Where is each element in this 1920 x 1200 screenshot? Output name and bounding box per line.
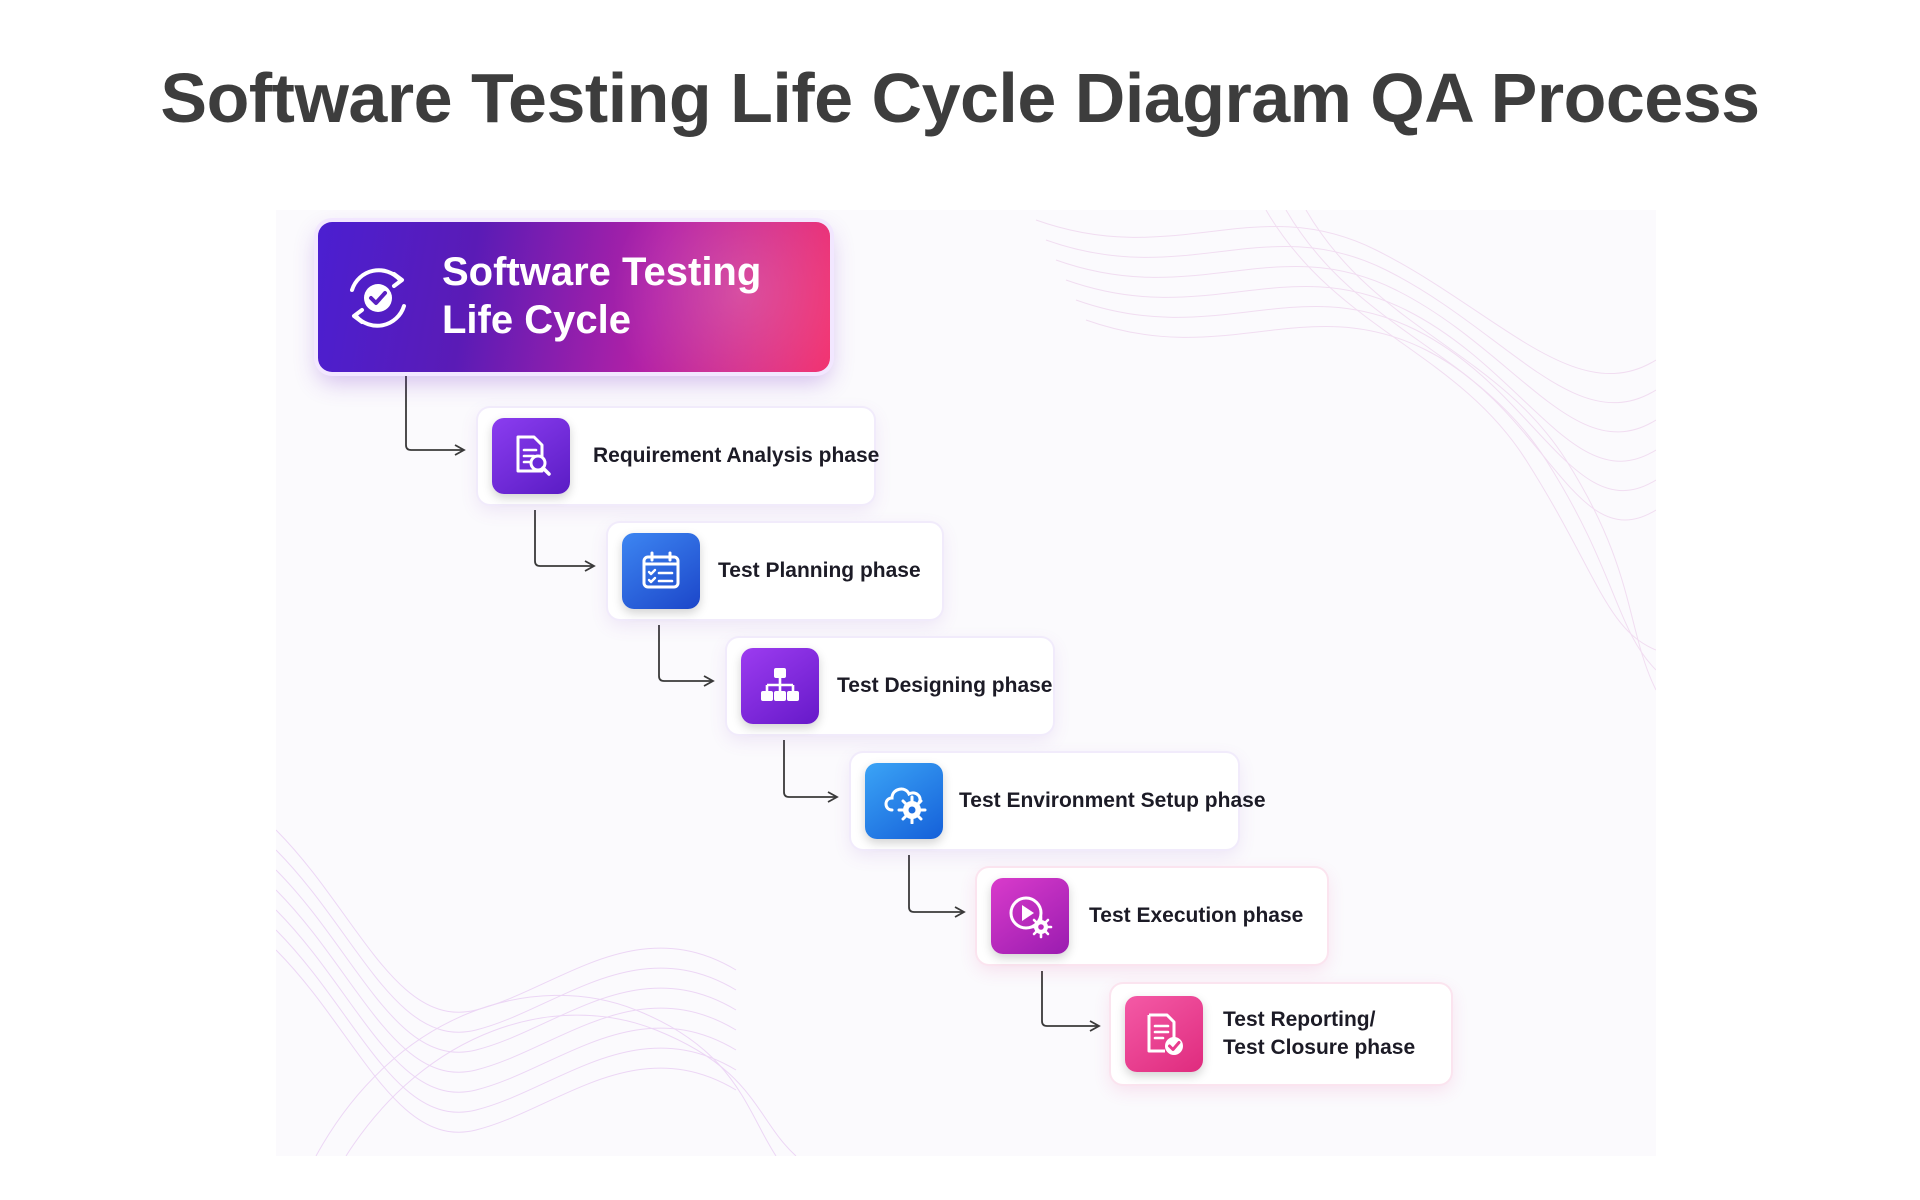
header-gloss-decoration (610, 222, 830, 372)
phase-label: Test Reporting/ Test Closure phase (1223, 1006, 1415, 1062)
hierarchy-icon (741, 648, 819, 724)
phase-card-test-planning: Test Planning phase (608, 523, 942, 619)
connector-arrow (1041, 971, 1101, 1032)
phase-label: Test Planning phase (718, 559, 921, 582)
phase-label-line1: Test Reporting/ (1223, 1008, 1376, 1031)
phase-card-test-reporting-closure: Test Reporting/ Test Closure phase (1111, 984, 1451, 1084)
phase-card-test-execution: Test Execution phase (977, 868, 1327, 964)
cycle-check-icon (350, 268, 406, 328)
stlc-header-card: Software Testing Life Cycle (318, 222, 830, 372)
play-gear-icon (991, 878, 1069, 954)
header-title-line1: Software Testing (442, 250, 762, 294)
page-title: Software Testing Life Cycle Diagram QA P… (160, 59, 1760, 137)
background-wave-decoration (276, 210, 1656, 1156)
phase-label-line2: Test Closure phase (1223, 1036, 1416, 1059)
connector-arrows (405, 375, 1101, 1032)
connector-arrow (908, 855, 966, 918)
report-check-icon (1125, 996, 1203, 1072)
diagram-canvas: Software Testing Life Cycle Requirement … (276, 210, 1656, 1156)
connector-arrow (783, 740, 839, 803)
calendar-checklist-icon (622, 533, 700, 609)
document-search-icon (492, 418, 570, 494)
header-title-line2: Life Cycle (442, 298, 631, 342)
cloud-gear-icon (865, 763, 943, 839)
header-title: Software Testing Life Cycle (442, 248, 812, 344)
phase-label: Test Execution phase (1089, 904, 1304, 927)
phase-card-test-designing: Test Designing phase (727, 638, 1053, 734)
phase-label: Test Designing phase (837, 674, 1053, 697)
phase-card-test-environment-setup: Test Environment Setup phase (851, 753, 1266, 849)
connector-arrow (534, 510, 596, 572)
phase-card-requirement-analysis: Requirement Analysis phase (478, 408, 879, 504)
phase-label: Test Environment Setup phase (959, 789, 1266, 812)
phase-label: Requirement Analysis phase (593, 444, 880, 467)
connector-arrow (405, 375, 466, 456)
connector-arrow (658, 625, 715, 687)
